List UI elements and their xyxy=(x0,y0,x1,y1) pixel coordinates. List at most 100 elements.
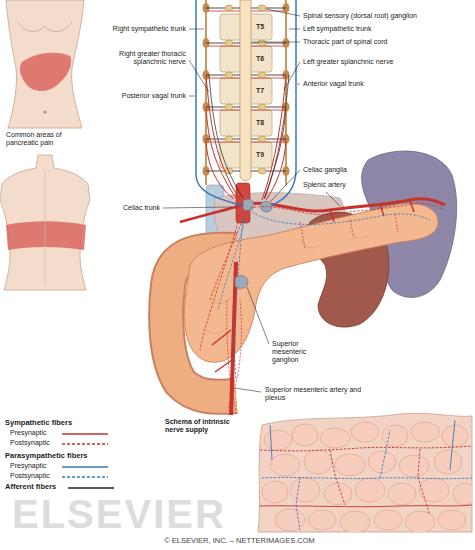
intrinsic-nerve-inset-part-part xyxy=(438,510,466,530)
intrinsic-nerve-inset-part-part xyxy=(419,478,449,502)
spinal-nerves-part xyxy=(208,11,284,142)
intrinsic-nerve-inset-part-part xyxy=(453,483,475,505)
back-torso-part xyxy=(45,170,46,285)
anatomy-label: Superior mesenteric artery and plexus xyxy=(265,386,365,402)
intrinsic-nerve-inset-part-part xyxy=(335,454,365,476)
front-torso-part xyxy=(18,22,72,32)
intrinsic-nerve-inset xyxy=(258,413,475,533)
anatomy-label: Superior mesenteric ganglion xyxy=(272,340,320,364)
front-torso-part xyxy=(6,0,84,128)
vertebra-label: T7 xyxy=(256,87,264,95)
leader-lines-part xyxy=(270,170,300,202)
arteries xyxy=(180,199,445,415)
celiac-ganglia-part xyxy=(243,199,254,211)
front-torso-part xyxy=(44,111,47,114)
anatomy-label: Right sympathetic trunk xyxy=(96,25,186,33)
line-sample xyxy=(62,464,108,470)
vertebra-label: T8 xyxy=(256,119,264,127)
intrinsic-nerve-inset-part-part xyxy=(324,483,352,505)
vagal-trunks xyxy=(196,0,296,206)
legend-entry: Afferent fibers xyxy=(5,483,56,492)
anatomy-label: Spinal sensory (dorsal root) ganglion xyxy=(303,12,417,20)
line-sample-stroke xyxy=(62,466,108,467)
line-sample-stroke xyxy=(62,433,108,434)
intrinsic-nerve-inset-part xyxy=(258,420,472,530)
spinal-nerves-part xyxy=(225,40,233,46)
legend-text: Postsynaptic xyxy=(10,439,50,446)
superior-mesenteric-ganglion xyxy=(235,275,248,288)
anatomy-label: Right greater thoracic splanchnic nerve xyxy=(96,50,186,66)
pancreas-part xyxy=(205,230,368,333)
anatomy-label: Celiac trunk xyxy=(60,204,160,212)
leader-lines-part xyxy=(297,84,300,85)
intrinsic-nerve-inset-part-part xyxy=(262,430,472,530)
spinal-nerves-part xyxy=(258,40,266,46)
legend-text: Sympathetic fibers xyxy=(5,418,72,427)
spinal-nerves-part xyxy=(225,72,233,78)
back-torso-part xyxy=(0,155,90,290)
anatomy-label: Splenic artery xyxy=(303,181,346,189)
front-torso xyxy=(6,0,84,128)
postsynaptic-plexus-part xyxy=(218,214,246,380)
vertebra-label: T5 xyxy=(256,23,264,31)
leader-lines-part xyxy=(189,29,204,30)
spinal-nerves-part xyxy=(206,8,286,171)
legend-entry: Postsynaptic xyxy=(10,472,50,480)
spinal-cord xyxy=(240,0,251,181)
leader-lines-part xyxy=(252,42,300,43)
line-sample-stroke xyxy=(62,476,108,477)
spinal-nerves-part xyxy=(258,72,266,78)
back-torso-part xyxy=(6,221,86,250)
postsynaptic-plexus-part xyxy=(227,300,242,410)
legend-entry: Presynaptic xyxy=(10,429,47,437)
leader-lines-part xyxy=(284,62,300,90)
leader-lines-part xyxy=(163,207,232,208)
vertebra-label: T6 xyxy=(256,55,264,63)
leader-lines-part xyxy=(235,388,261,392)
spinal-nerves-part xyxy=(258,168,266,174)
intrinsic-nerve-inset-part-part xyxy=(270,420,455,470)
intrinsic-nerve-inset-part-part xyxy=(270,454,300,476)
legend-text: Postsynaptic xyxy=(10,472,50,479)
intrinsic-nerve-inset-part-part xyxy=(308,510,336,530)
legend-entry: Sympathetic fibers xyxy=(5,419,72,428)
anatomy-label: Posterior vagal trunk xyxy=(96,92,186,100)
leader-lines-part xyxy=(247,287,269,344)
line-sample xyxy=(68,485,114,491)
intrinsic-nerve-inset-part-part xyxy=(399,455,429,477)
vagal-trunks-part xyxy=(196,0,242,206)
intrinsic-nerve-inset-part xyxy=(258,413,472,532)
line-sample xyxy=(62,474,108,480)
intrinsic-nerve-inset-part-part xyxy=(262,481,288,503)
intrinsic-nerve-inset-part-part xyxy=(355,478,385,502)
pancreas-part xyxy=(184,204,438,363)
splanchnic-nerves xyxy=(206,75,289,200)
leader-lines-part xyxy=(189,96,195,97)
celiac-ganglia xyxy=(243,199,272,212)
back-torso xyxy=(0,155,90,290)
legend-text: Presynaptic xyxy=(10,429,47,436)
anatomy-label: Left greater splanchnic nerve xyxy=(303,58,393,66)
figure-caption: Common areas of pancreatic pain xyxy=(6,131,76,147)
intrinsic-nerve-inset-part xyxy=(262,422,475,533)
pancreas xyxy=(184,204,438,363)
leader-lines-part xyxy=(266,9,300,16)
intrinsic-nerve-inset-part-part xyxy=(442,425,468,447)
line-sample xyxy=(62,431,108,437)
anatomy-label: Left sympathetic trunk xyxy=(303,25,371,33)
superior-mesenteric-ganglion-part xyxy=(235,275,248,288)
intrinsic-nerve-inset-part-part xyxy=(405,511,435,533)
intrinsic-nerve-inset-part-part xyxy=(264,430,292,450)
postsynaptic-plexus xyxy=(200,203,444,410)
anatomy-label: Thoracic part of spinal cord xyxy=(303,38,387,46)
intrinsic-nerve-inset-part-part xyxy=(320,428,350,448)
postsynaptic-plexus-part xyxy=(250,203,444,214)
leader-lines xyxy=(163,9,340,392)
intrinsic-nerve-inset-part-part xyxy=(411,422,439,442)
postsynaptic-plexus-part xyxy=(252,212,430,225)
spinal-nerves-part xyxy=(258,5,266,11)
arteries-part xyxy=(212,330,232,372)
intrinsic-nerve-inset-part-part xyxy=(290,478,320,502)
intrinsic-nerve-inset-part-part xyxy=(260,446,472,515)
